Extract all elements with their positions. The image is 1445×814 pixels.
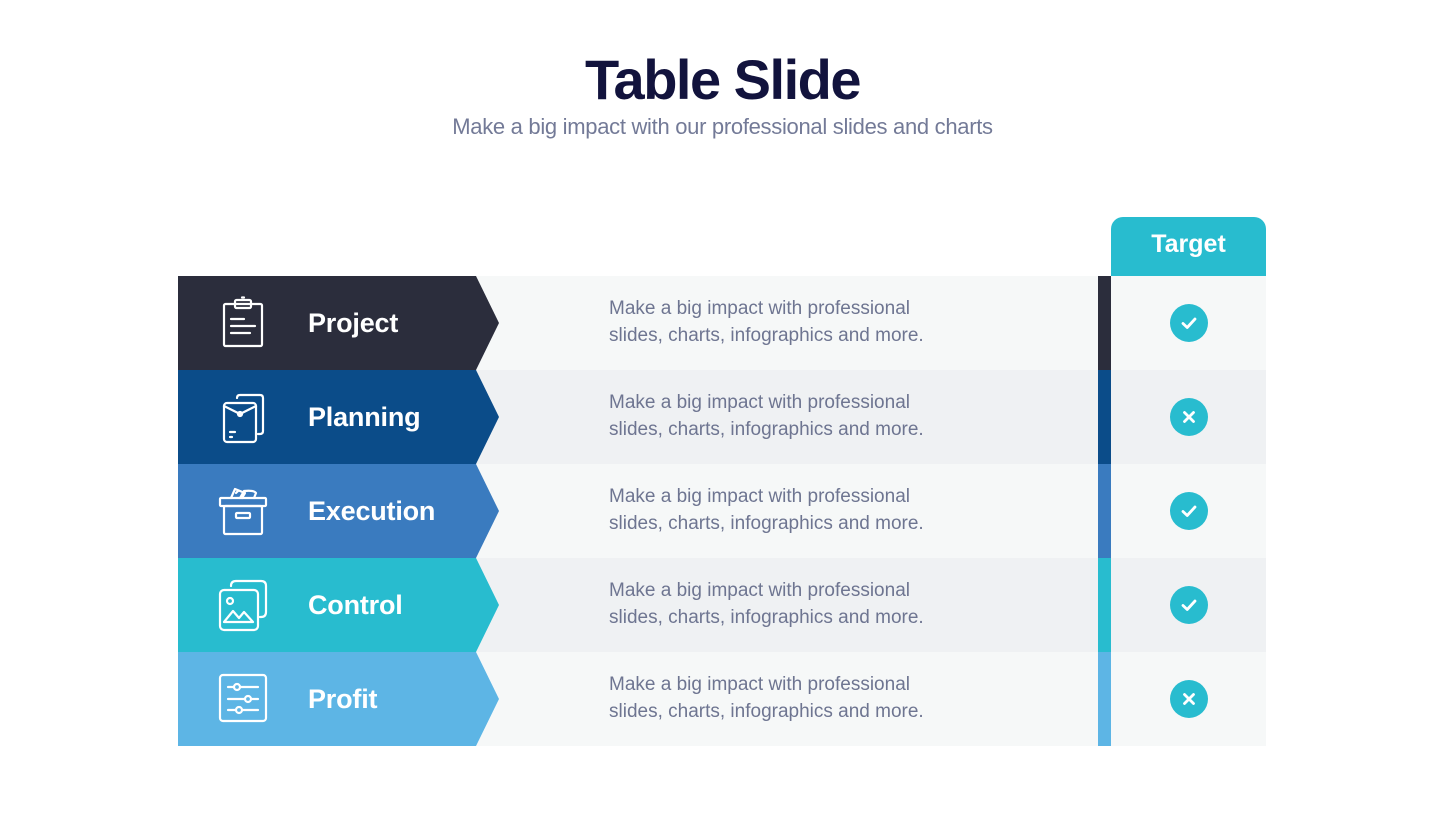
clipboard-icon: [216, 296, 270, 350]
row-label: Profit: [308, 684, 378, 714]
envelope-folder-icon: [216, 390, 270, 444]
row-color-strip: [1098, 370, 1111, 464]
check-icon: [1181, 317, 1197, 329]
table-row-control: Control Make a big impact with professio…: [178, 558, 1266, 652]
row-label-block: Control: [178, 558, 499, 652]
row-description: Make a big impact with professional slid…: [609, 392, 924, 440]
page-title: Table Slide: [585, 48, 861, 111]
table-row-project: Project Make a big impact with professio…: [178, 276, 1266, 370]
status-badge-check: [1170, 586, 1208, 624]
archive-box-icon: [216, 484, 270, 538]
row-description: Make a big impact with professional slid…: [609, 486, 924, 534]
row-color-strip: [1098, 464, 1111, 558]
row-label-block: Planning: [178, 370, 499, 464]
table-row-execution: Execution Make a big impact with profess…: [178, 464, 1266, 558]
row-label: Planning: [308, 402, 421, 432]
row-color-strip: [1098, 276, 1111, 370]
row-label-block: Project: [178, 276, 499, 370]
status-badge-check: [1170, 492, 1208, 530]
check-icon: [1181, 505, 1197, 517]
cross-icon: [1183, 693, 1195, 705]
row-description: Make a big impact with professional slid…: [609, 674, 924, 722]
row-description: Make a big impact with professional slid…: [609, 298, 924, 346]
target-column-header: Target: [1111, 217, 1266, 276]
status-badge-check: [1170, 304, 1208, 342]
cross-icon: [1183, 411, 1195, 423]
row-description: Make a big impact with professional slid…: [609, 580, 924, 628]
row-color-strip: [1098, 558, 1111, 652]
comparison-table: Project Make a big impact with professio…: [178, 276, 1266, 746]
row-label-block: Execution: [178, 464, 499, 558]
status-badge-cross: [1170, 398, 1208, 436]
row-label: Execution: [308, 496, 436, 526]
row-color-strip: [1098, 652, 1111, 746]
status-badge-cross: [1170, 680, 1208, 718]
table-row-planning: Planning Make a big impact with professi…: [178, 370, 1266, 464]
check-icon: [1181, 599, 1197, 611]
sliders-icon: [216, 672, 270, 726]
row-label: Control: [308, 590, 403, 620]
table-row-profit: Profit Make a big impact with profession…: [178, 652, 1266, 746]
image-gallery-icon: [216, 578, 270, 632]
page-subtitle: Make a big impact with our professional …: [452, 114, 993, 139]
row-label: Project: [308, 308, 399, 338]
row-label-block: Profit: [178, 652, 499, 746]
